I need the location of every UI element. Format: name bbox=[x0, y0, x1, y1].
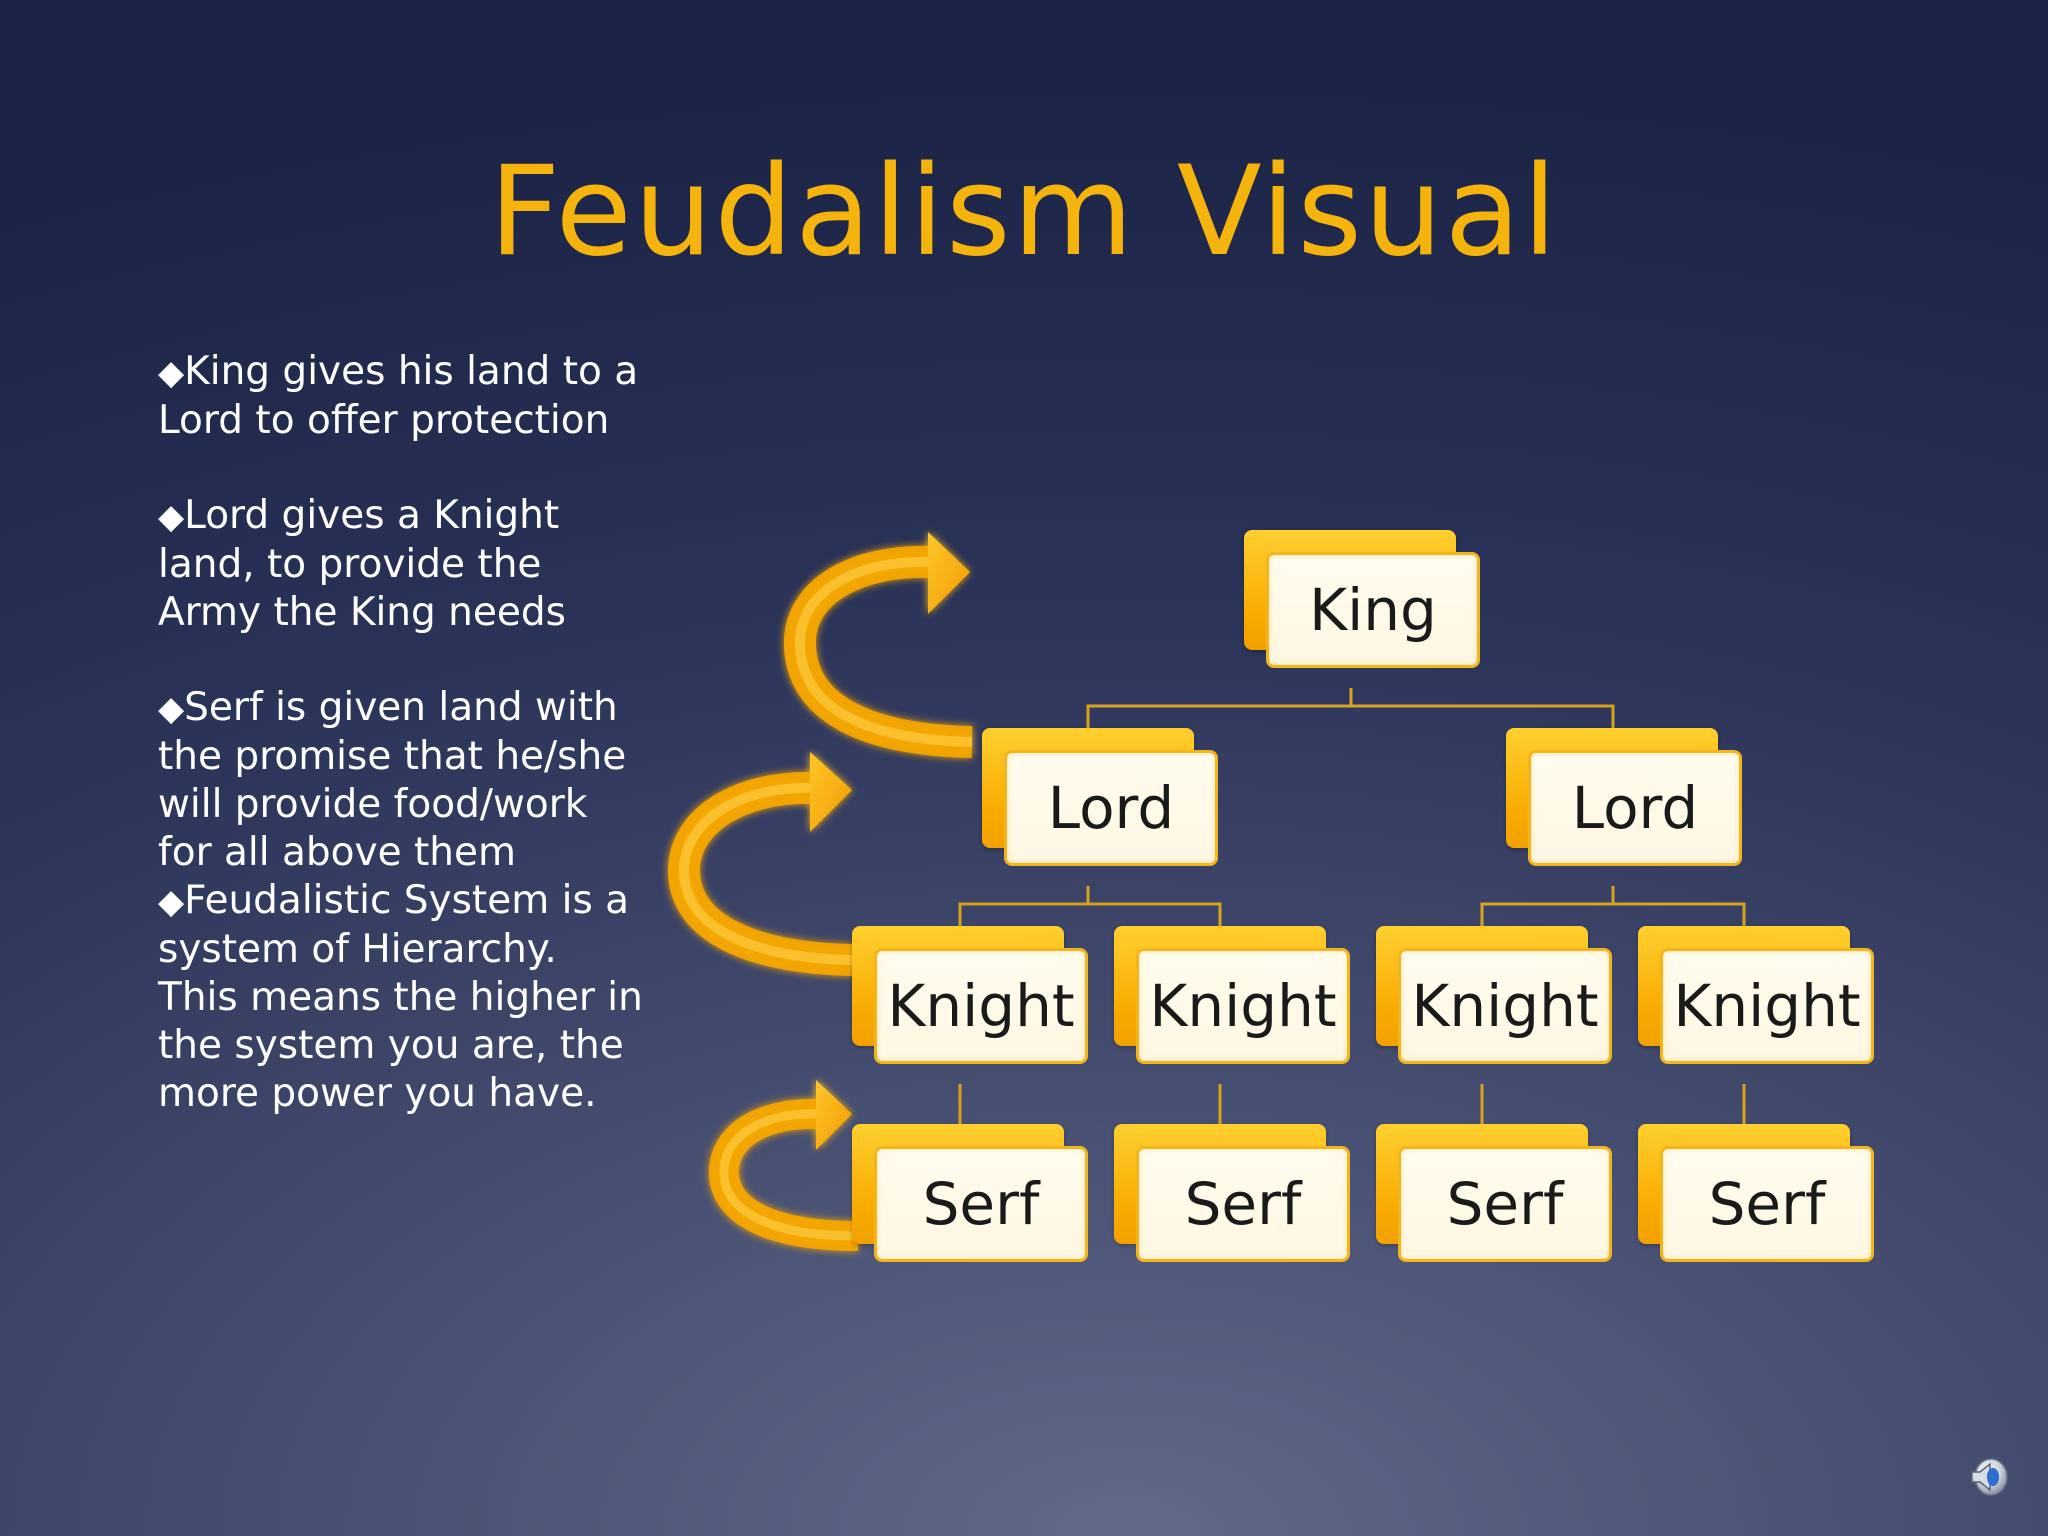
node-label: Lord bbox=[1528, 750, 1742, 866]
diamond-bullet-icon: ◆ bbox=[158, 353, 185, 393]
node-serf: Serf bbox=[1376, 1124, 1612, 1262]
node-label: Serf bbox=[1660, 1146, 1874, 1262]
bullet-item: ◆King gives his land to a Lord to offer … bbox=[158, 348, 648, 445]
node-label: Serf bbox=[1136, 1146, 1350, 1262]
bullet-text: Feudalistic System is a system of Hierar… bbox=[158, 878, 643, 1116]
node-label: Knight bbox=[1398, 948, 1612, 1064]
bullet-text: Serf is given land with the promise that… bbox=[158, 685, 627, 875]
node-knight: Knight bbox=[1638, 926, 1874, 1064]
node-knight: Knight bbox=[1376, 926, 1612, 1064]
curved-arrow-icon bbox=[709, 1080, 859, 1251]
node-label: Serf bbox=[1398, 1146, 1612, 1262]
node-label: Knight bbox=[874, 948, 1088, 1064]
bullet-text: Lord gives a Knight land, to provide the… bbox=[158, 493, 566, 635]
node-knight: Knight bbox=[1114, 926, 1350, 1064]
curved-arrow-icon bbox=[784, 532, 973, 758]
slide-title: Feudalism Visual bbox=[488, 140, 1559, 284]
node-knight: Knight bbox=[852, 926, 1088, 1064]
node-label: Lord bbox=[1004, 750, 1218, 866]
diamond-bullet-icon: ◆ bbox=[158, 497, 185, 537]
node-label: Serf bbox=[874, 1146, 1088, 1262]
bullet-item: ◆Lord gives a Knight land, to provide th… bbox=[158, 492, 648, 637]
bullet-text: King gives his land to a Lord to offer p… bbox=[158, 349, 639, 443]
speaker-icon[interactable] bbox=[1966, 1454, 2012, 1500]
node-lord: Lord bbox=[982, 728, 1218, 866]
node-label: King bbox=[1266, 552, 1480, 668]
bullet-item: ◆Feudalistic System is a system of Hiera… bbox=[158, 877, 648, 1118]
node-serf: Serf bbox=[1638, 1124, 1874, 1262]
node-label: Knight bbox=[1136, 948, 1350, 1064]
diamond-bullet-icon: ◆ bbox=[158, 882, 185, 922]
curved-arrow-icon bbox=[668, 752, 853, 976]
node-serf: Serf bbox=[852, 1124, 1088, 1262]
node-king: King bbox=[1244, 530, 1480, 668]
node-label: Knight bbox=[1660, 948, 1874, 1064]
diamond-bullet-icon: ◆ bbox=[158, 689, 185, 729]
node-serf: Serf bbox=[1114, 1124, 1350, 1262]
bullet-list: ◆King gives his land to a Lord to offer … bbox=[158, 348, 648, 1118]
node-lord: Lord bbox=[1506, 728, 1742, 866]
bullet-item: ◆Serf is given land with the promise tha… bbox=[158, 684, 648, 877]
